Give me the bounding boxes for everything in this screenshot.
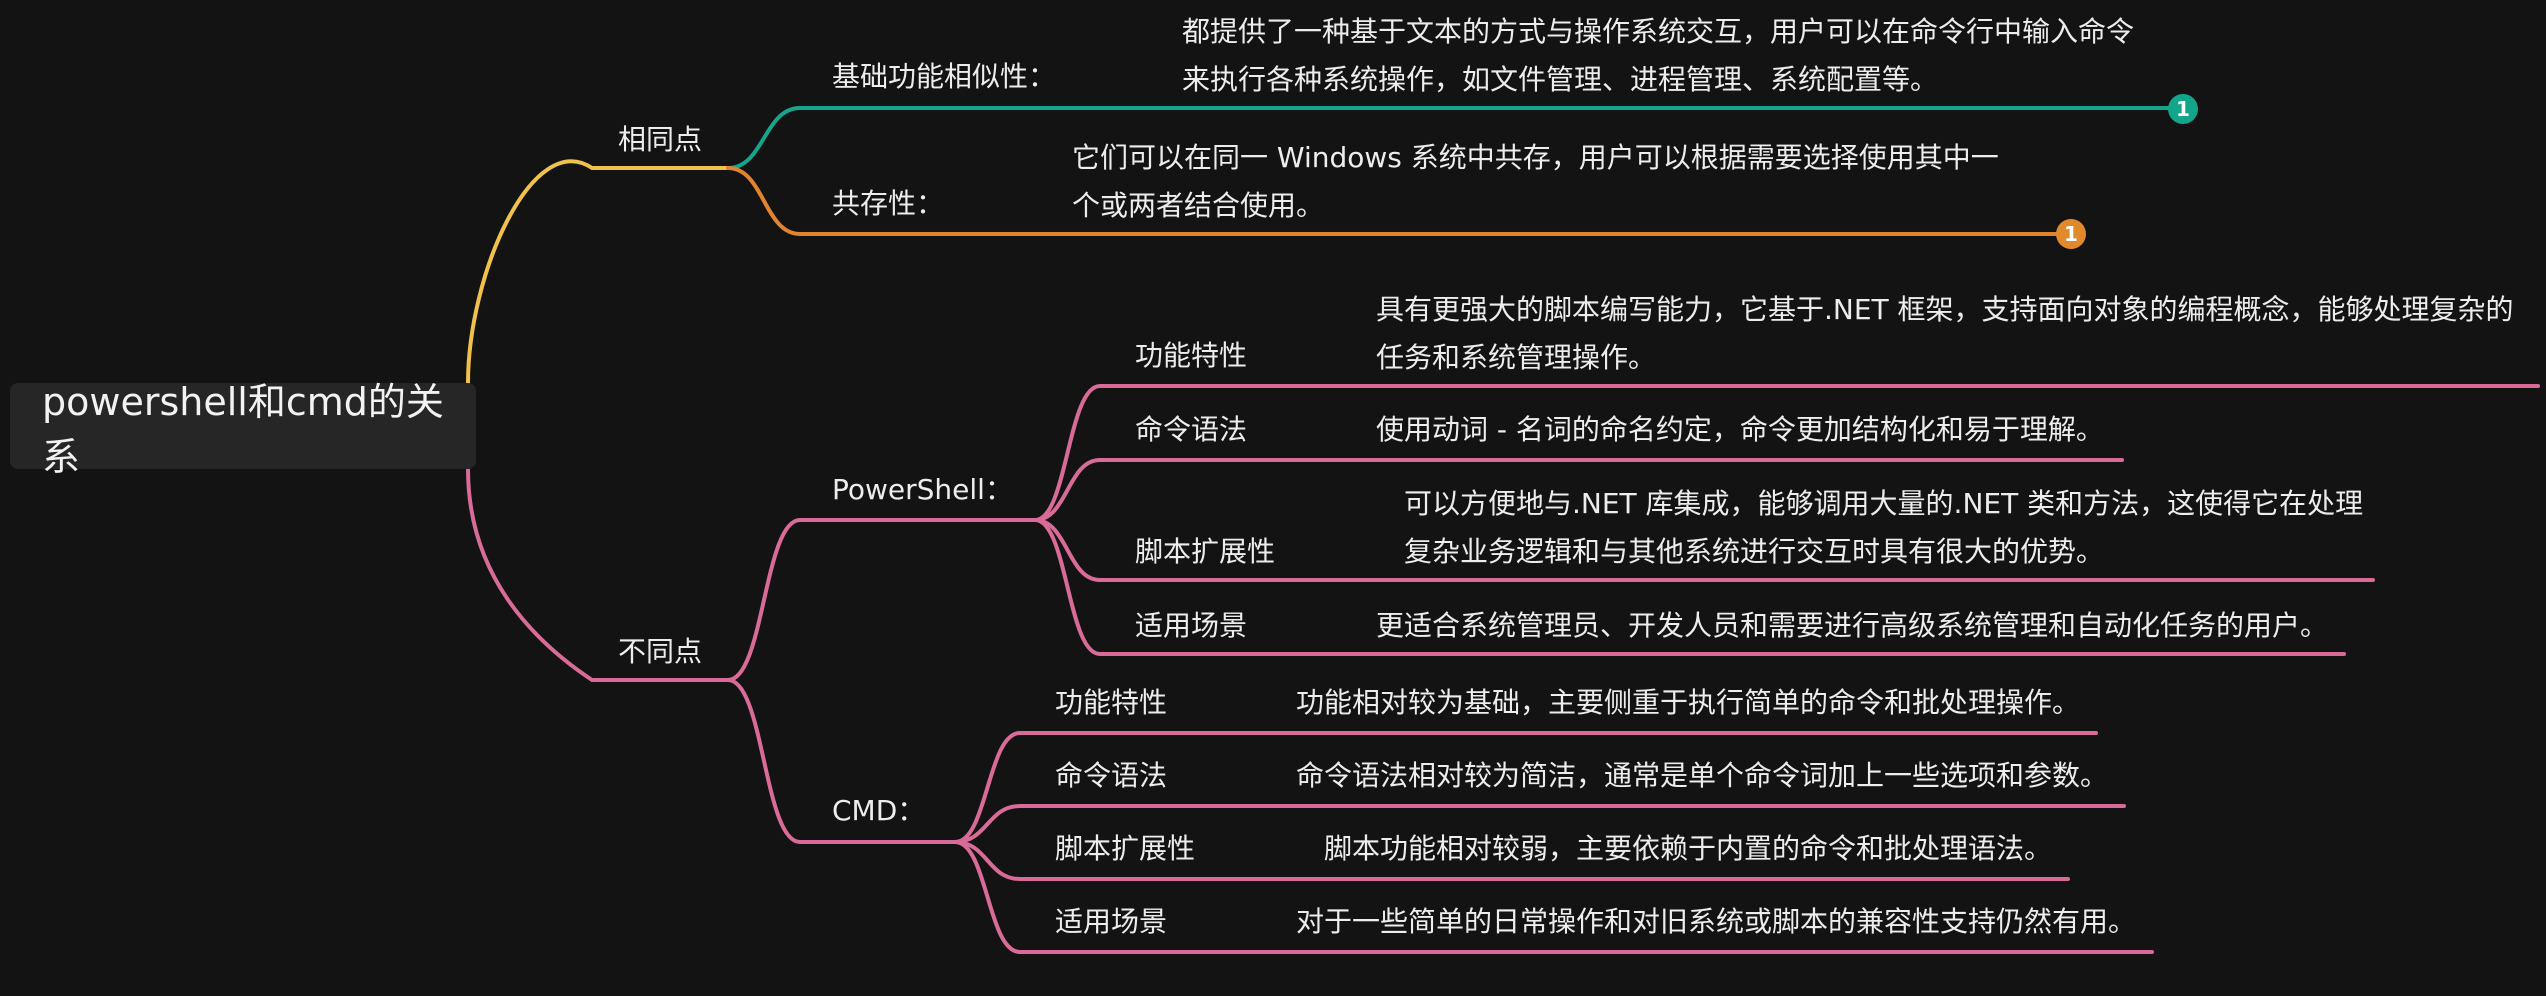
topic-cmd-scenarios[interactable]: 适用场景 <box>1055 905 1168 938</box>
topic-coexistence[interactable]: 共存性： <box>832 187 945 220</box>
note-line: 来执行各种系统操作，如文件管理、进程管理、系统配置等。 <box>1182 63 1939 96</box>
topic-ps-extensibility[interactable]: 脚本扩展性 <box>1135 535 1276 568</box>
edge-root-same <box>466 159 730 385</box>
topic-cmd[interactable]: CMD： <box>832 794 926 827</box>
note-ps-features: 具有更强大的脚本编写能力，它基于.NET 框架，支持面向对象的编程概念，能够处理… <box>1376 286 2514 382</box>
note-basic-similarity: 都提供了一种基于文本的方式与操作系统交互，用户可以在命令行中输入命令 来执行各种… <box>1182 8 2134 104</box>
edge-cmd-features <box>953 731 2098 844</box>
root-topic-label: powershell和cmd的关系 <box>42 380 444 479</box>
topic-ps-features[interactable]: 功能特性 <box>1135 339 1248 372</box>
topic-diff[interactable]: 不同点 <box>618 635 703 668</box>
edge-diff-cmd <box>726 678 957 844</box>
edge-same-coexist <box>726 166 2073 236</box>
topic-cmd-extensibility[interactable]: 脚本扩展性 <box>1055 832 1196 865</box>
note-ps-syntax: 使用动词 - 名词的命名约定，命令更加结构化和易于理解。 <box>1376 406 2104 454</box>
note-line: 使用动词 - 名词的命名约定，命令更加结构化和易于理解。 <box>1376 413 2104 446</box>
note-ps-scenarios: 更适合系统管理员、开发人员和需要进行高级系统管理和自动化任务的用户。 <box>1376 602 2328 650</box>
note-line: 功能相对较为基础，主要侧重于执行简单的命令和批处理操作。 <box>1296 686 2081 719</box>
badge-coexistence[interactable]: 1 <box>2056 219 2086 249</box>
note-line: 都提供了一种基于文本的方式与操作系统交互，用户可以在命令行中输入命令 <box>1182 15 2135 48</box>
edge-same-basic <box>726 106 2185 170</box>
edge-cmd-ext <box>953 840 2070 881</box>
edge-ps-features <box>1033 384 2540 522</box>
note-cmd-syntax: 命令语法相对较为简洁，通常是单个命令词加上一些选项和参数。 <box>1296 752 2108 800</box>
note-line: 脚本功能相对较弱，主要依赖于内置的命令和批处理语法。 <box>1324 832 2053 865</box>
edge-ps-ext <box>1033 518 2375 582</box>
topic-powershell[interactable]: PowerShell： <box>832 473 1013 506</box>
topic-cmd-syntax[interactable]: 命令语法 <box>1055 759 1168 792</box>
note-line: 可以方便地与.NET 库集成，能够调用大量的.NET 类和方法，这使得它在处理 <box>1404 487 2364 520</box>
topic-basic-similarity[interactable]: 基础功能相似性： <box>832 60 1057 93</box>
note-cmd-extensibility: 脚本功能相对较弱，主要依赖于内置的命令和批处理语法。 <box>1324 825 2052 873</box>
topic-same[interactable]: 相同点 <box>618 123 703 156</box>
root-topic[interactable]: powershell和cmd的关系 <box>10 380 476 479</box>
note-coexistence: 它们可以在同一 Windows 系统中共存，用户可以根据需要选择使用其中一 个或… <box>1072 134 1999 230</box>
note-line: 它们可以在同一 Windows 系统中共存，用户可以根据需要选择使用其中一 <box>1072 141 1999 174</box>
note-line: 更适合系统管理员、开发人员和需要进行高级系统管理和自动化任务的用户。 <box>1376 609 2329 642</box>
note-line: 任务和系统管理操作。 <box>1376 341 1657 374</box>
note-ps-extensibility: 可以方便地与.NET 库集成，能够调用大量的.NET 类和方法，这使得它在处理 … <box>1404 480 2363 576</box>
note-line: 复杂业务逻辑和与其他系统进行交互时具有很大的优势。 <box>1404 535 2105 568</box>
edge-diff-powershell <box>726 518 1037 682</box>
edge-root-diff <box>466 467 730 682</box>
topic-cmd-features[interactable]: 功能特性 <box>1055 686 1168 719</box>
note-line: 命令语法相对较为简洁，通常是单个命令词加上一些选项和参数。 <box>1296 759 2109 792</box>
note-cmd-scenarios: 对于一些简单的日常操作和对旧系统或脚本的兼容性支持仍然有用。 <box>1296 898 2136 946</box>
note-line: 具有更强大的脚本编写能力，它基于.NET 框架，支持面向对象的编程概念，能够处理… <box>1376 293 2514 326</box>
topic-ps-scenarios[interactable]: 适用场景 <box>1135 609 1248 642</box>
topic-ps-syntax[interactable]: 命令语法 <box>1135 413 1248 446</box>
badge-basic-similarity[interactable]: 1 <box>2168 94 2198 124</box>
note-line: 个或两者结合使用。 <box>1072 189 1325 222</box>
edge-ps-scen <box>1033 518 2346 656</box>
edge-cmd-scen <box>953 840 2154 954</box>
edge-ps-syntax <box>1033 458 2124 522</box>
note-cmd-features: 功能相对较为基础，主要侧重于执行简单的命令和批处理操作。 <box>1296 679 2080 727</box>
edge-cmd-syntax <box>953 804 2126 844</box>
note-line: 对于一些简单的日常操作和对旧系统或脚本的兼容性支持仍然有用。 <box>1296 905 2137 938</box>
